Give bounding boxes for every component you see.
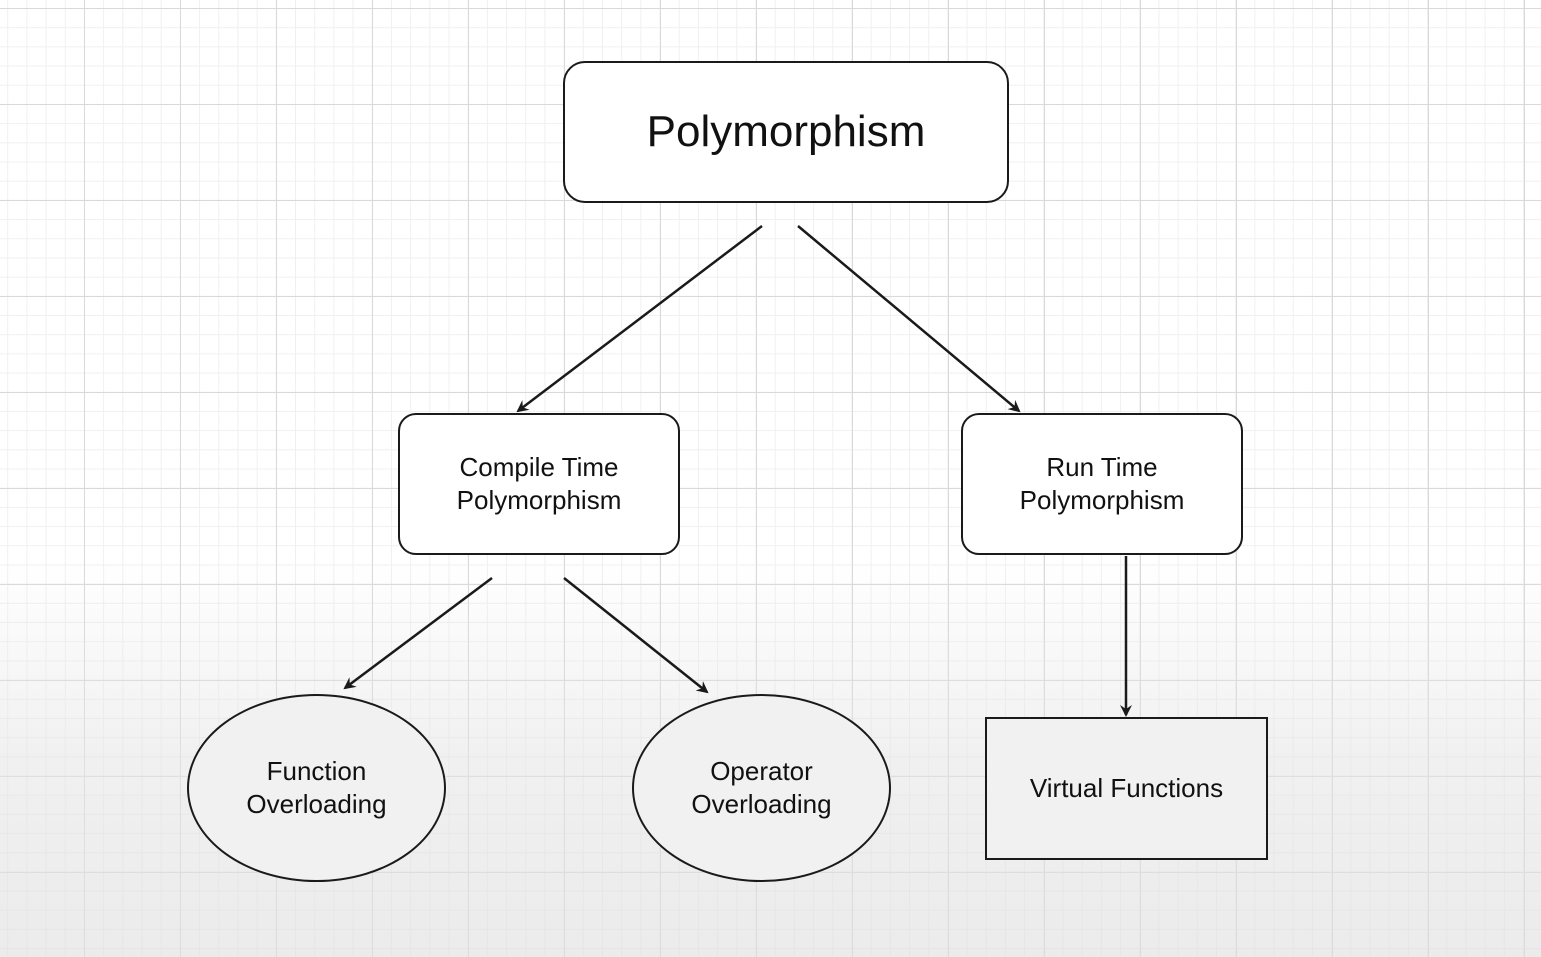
node-function-overloading-label: Function Overloading bbox=[246, 756, 387, 819]
edge-root-to-compile-time bbox=[516, 225, 763, 413]
node-polymorphism-label: Polymorphism bbox=[646, 107, 926, 156]
node-virtual-functions-label: Virtual Functions bbox=[1029, 773, 1224, 803]
node-run-time-polymorphism-label: Run Time Polymorphism bbox=[1019, 452, 1185, 515]
node-operator-overloading-label: Operator Overloading bbox=[691, 756, 832, 819]
edge-compile-time-to-operator-overloading bbox=[563, 577, 709, 694]
edge-root-to-run-time bbox=[797, 225, 1021, 413]
node-function-overloading: Function Overloading bbox=[187, 694, 446, 882]
edge-compile-time-to-function-overloading bbox=[343, 576, 493, 690]
node-compile-time-polymorphism: Compile Time Polymorphism bbox=[398, 413, 680, 555]
node-operator-overloading: Operator Overloading bbox=[632, 694, 891, 882]
node-compile-time-polymorphism-label: Compile Time Polymorphism bbox=[456, 452, 622, 515]
node-run-time-polymorphism: Run Time Polymorphism bbox=[961, 413, 1243, 555]
node-virtual-functions: Virtual Functions bbox=[985, 717, 1268, 860]
node-polymorphism: Polymorphism bbox=[563, 61, 1009, 203]
